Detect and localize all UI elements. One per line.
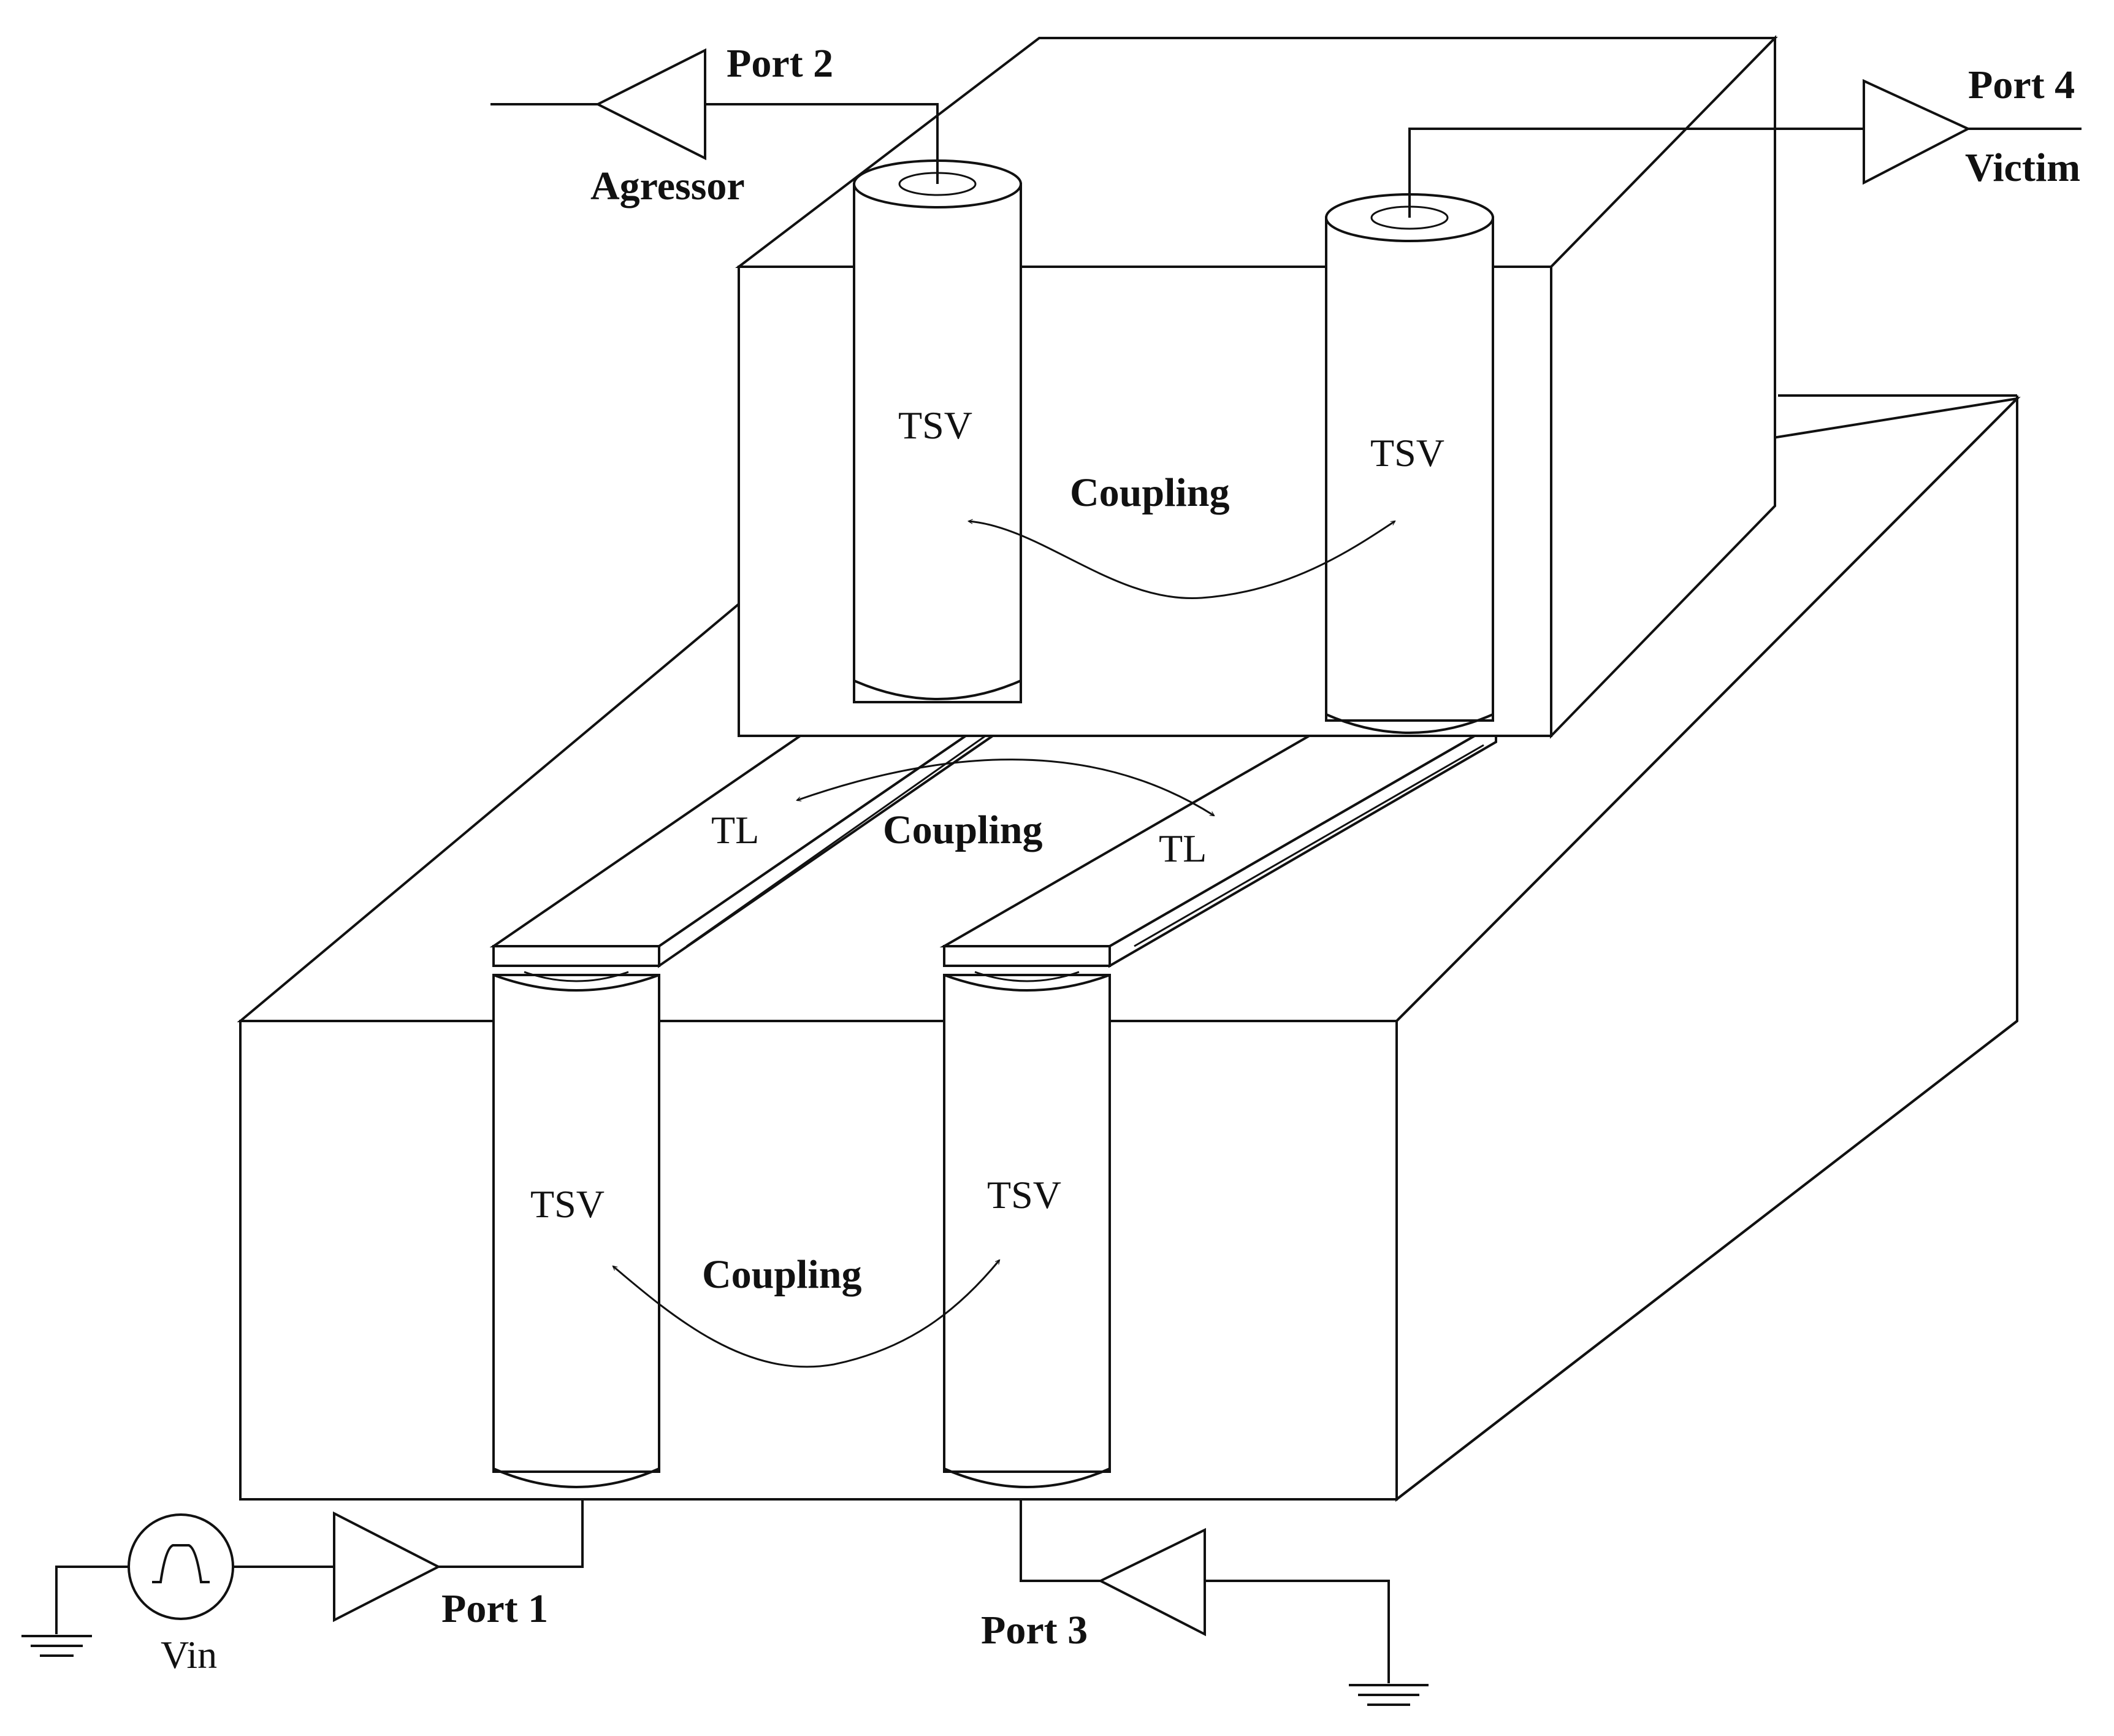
port-4-receiver [1408, 78, 2082, 218]
port-2-label: Port 2 [727, 41, 833, 86]
port-3-label: Port 3 [981, 1608, 1088, 1653]
tsv-bottom-right [943, 971, 1111, 1488]
coupling-arrow-bottom [613, 1260, 999, 1368]
ground-icon-left [21, 1635, 92, 1657]
tl-label-left: TL [711, 808, 759, 852]
tsv-label-bottom-right: TSV [987, 1173, 1061, 1217]
ground-icon-right [1349, 1684, 1429, 1706]
coupling-arrow-top [969, 521, 1395, 600]
port-1-label: Port 1 [441, 1586, 548, 1631]
tl-label-right: TL [1159, 827, 1207, 870]
coupling-label-bottom: Coupling [702, 1252, 861, 1297]
aggressor-label: Agressor [590, 164, 745, 208]
tsv-label-bottom-left: TSV [530, 1182, 605, 1226]
tsv-top-left [853, 159, 1022, 703]
coupling-arrow-middle [797, 759, 1214, 817]
tsv-label-top-right: TSV [1370, 431, 1444, 475]
port-1-source [21, 1499, 584, 1657]
coupling-label-middle: Coupling [883, 808, 1042, 852]
transmission-line-right [939, 721, 1501, 968]
victim-label: Victim [1965, 145, 2080, 190]
tsv-label-top-left: TSV [898, 403, 972, 447]
tsv-top-right [1325, 193, 1494, 734]
port-3-driver [1020, 1499, 1429, 1706]
port-4-label: Port 4 [1968, 63, 2075, 107]
coupling-label-top: Coupling [1070, 470, 1229, 515]
tsv-bottom-left [492, 971, 660, 1488]
voltage-source-icon [128, 1513, 234, 1620]
vin-label: Vin [161, 1633, 217, 1677]
port-2-driver [490, 48, 939, 184]
